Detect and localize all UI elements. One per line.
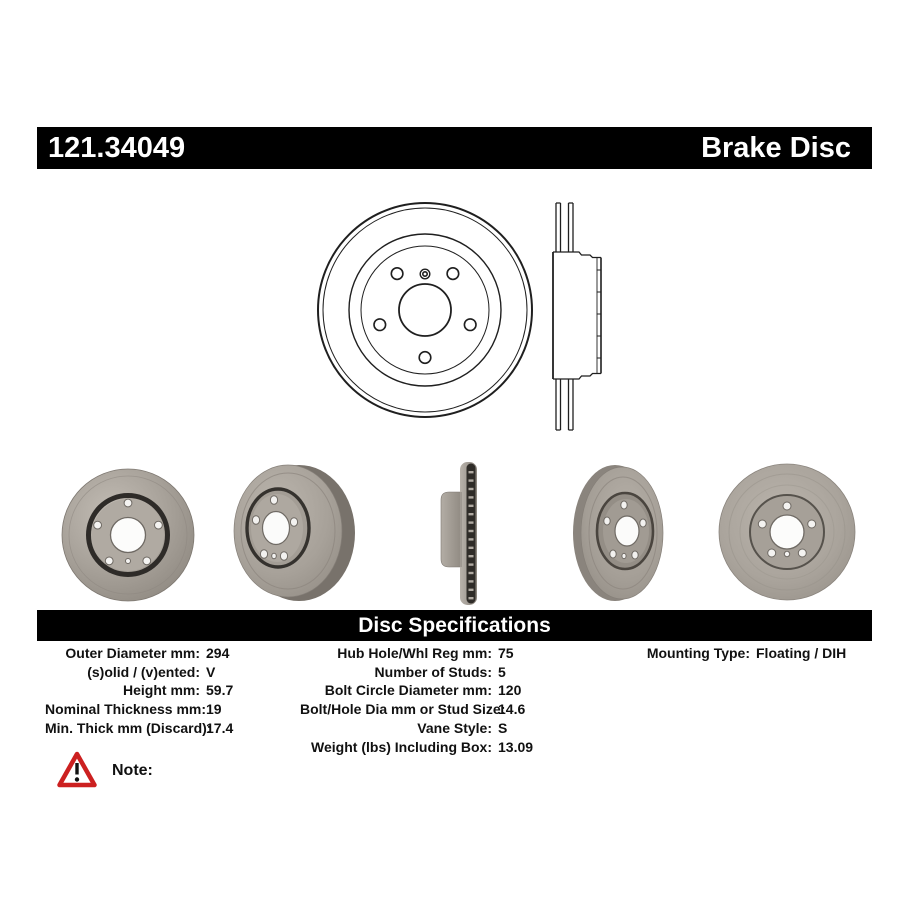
header-bar: 121.34049 Brake Disc (37, 127, 872, 169)
spec-row: Vane Style: S (300, 719, 533, 738)
spec-label: Number of Studs: (374, 663, 492, 680)
spec-label: Vane Style: (417, 719, 492, 736)
spec-value: 294 (206, 645, 230, 661)
spec-section-bar: Disc Specifications (37, 610, 872, 641)
spec-label: Hub Hole/Whl Reg mm: (337, 645, 492, 661)
spec-value: 120 (498, 682, 522, 699)
part-number: 121.34049 (48, 131, 186, 164)
spec-row: Nominal Thickness mm:19 (45, 700, 233, 719)
technical-drawings (317, 202, 602, 431)
front-view-drawing-icon (317, 202, 533, 418)
spec-value: 13.09 (498, 738, 534, 755)
side-view-drawing-icon (552, 202, 602, 431)
product-photo-back (718, 463, 856, 601)
spec-row: Outer Diameter mm: 294 (45, 644, 233, 663)
spec-label: Bolt Circle Diameter mm: (324, 682, 492, 699)
spec-column-middle: Hub Hole/Whl Reg mm: 75 Number of Studs: 5… (300, 644, 533, 756)
spec-value: S (498, 719, 508, 736)
spec-label: Min. Thick mm (Discard): (45, 719, 212, 736)
spec-label: (s)olid / (v)ented: (87, 663, 200, 680)
product-photo-angled-back (573, 465, 664, 601)
spec-row: Min. Thick mm (Discard):17.4 (45, 719, 233, 738)
spec-row: Height mm: 59.7 (45, 681, 233, 700)
spec-value: 5 (498, 663, 506, 680)
spec-value: V (206, 663, 216, 680)
spec-label: Mounting Type: (646, 645, 750, 661)
spec-value: 17.4 (206, 719, 234, 736)
product-photo-edge-profile (440, 462, 477, 605)
spec-row: Hub Hole/Whl Reg mm: 75 (300, 644, 533, 663)
spec-label: Outer Diameter mm: (65, 645, 200, 661)
spec-column-right: Mounting Type: Floating / DIH (598, 644, 846, 663)
spec-column-left: Outer Diameter mm: 294 (s)olid / (v)ented… (45, 644, 233, 738)
spec-row: Weight (lbs) Including Box: 13.09 (300, 738, 533, 757)
product-name: Brake Disc (701, 131, 851, 164)
warning-triangle-icon (57, 751, 97, 788)
spec-value: 75 (498, 645, 514, 661)
spec-label: Nominal Thickness mm: (45, 701, 207, 718)
product-photo-front (61, 468, 195, 602)
spec-row: Number of Studs: 5 (300, 663, 533, 682)
spec-section-title: Disc Specifications (358, 613, 551, 637)
spec-label: Bolt/Hole Dia mm or Stud Size: (300, 701, 506, 718)
spec-row: (s)olid / (v)ented: V (45, 663, 233, 682)
spec-value: 59.7 (206, 682, 234, 699)
spec-label: Height mm: (123, 682, 200, 699)
note-row: Note: (56, 750, 153, 790)
spec-label: Weight (lbs) Including Box: (311, 738, 492, 755)
spec-value: 14.6 (498, 701, 526, 718)
spec-row: Bolt/Hole Dia mm or Stud Size:14.6 (300, 700, 533, 719)
spec-row: Bolt Circle Diameter mm: 120 (300, 681, 533, 700)
spec-value: Floating / DIH (756, 645, 847, 661)
product-photo-angled-hub (233, 464, 355, 601)
note-label: Note: (112, 762, 153, 779)
spec-value: 19 (206, 701, 222, 718)
spec-row: Mounting Type: Floating / DIH (598, 644, 846, 663)
